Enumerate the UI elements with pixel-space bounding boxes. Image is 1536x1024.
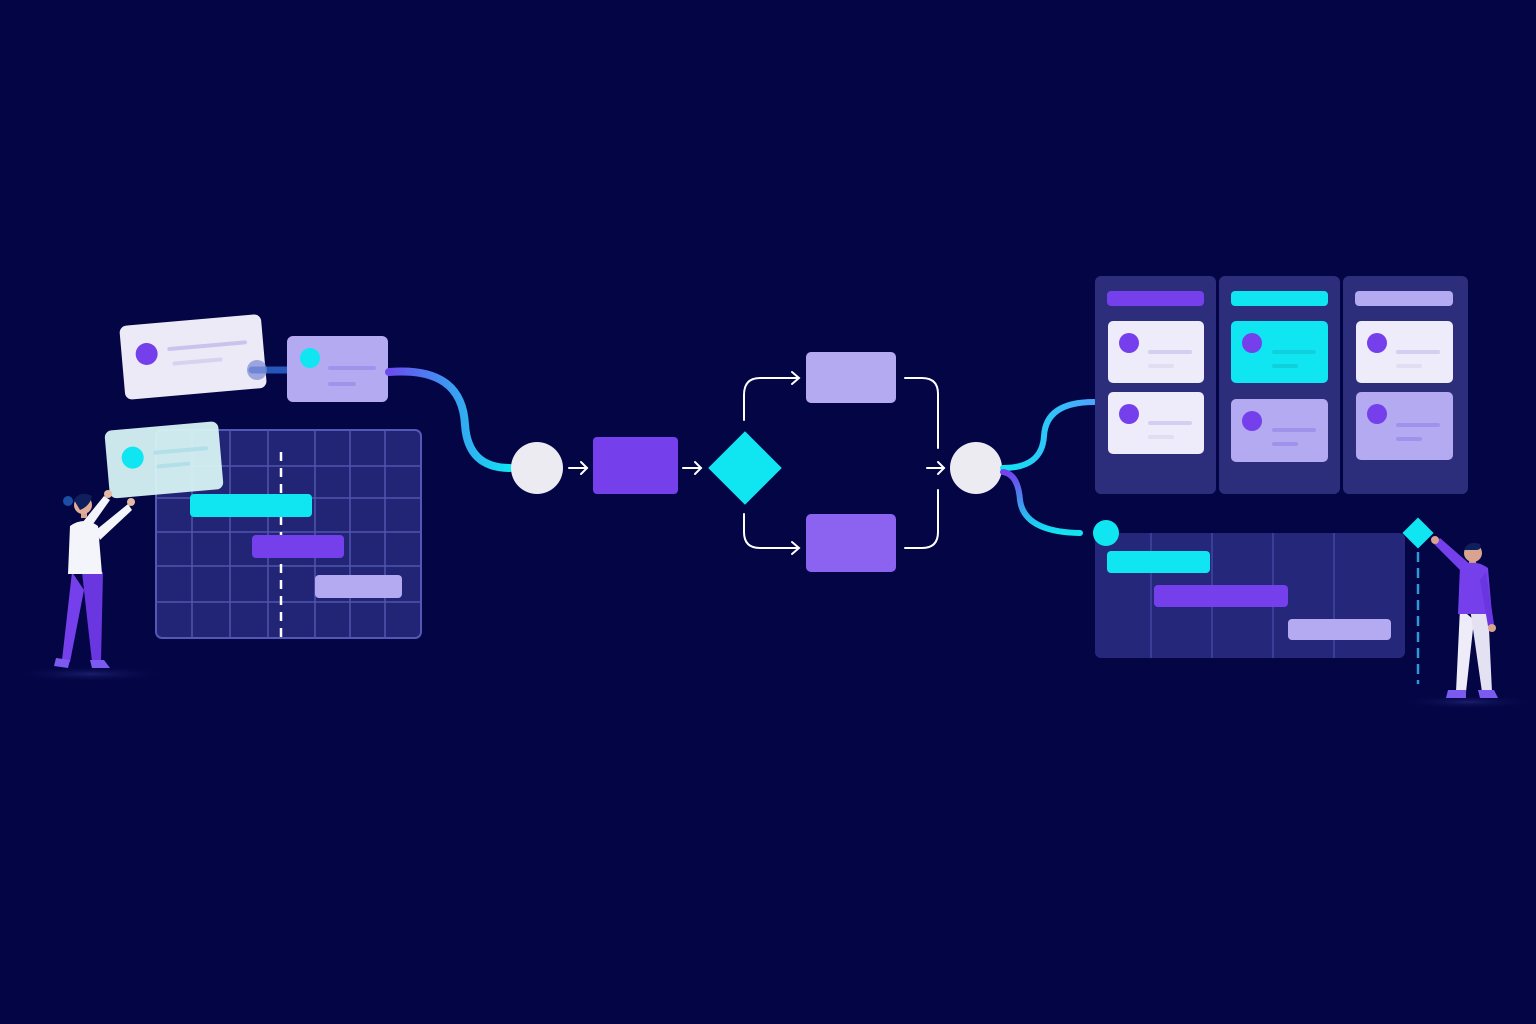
kanban-card: [1231, 399, 1328, 462]
gantt-bar-3: [1288, 619, 1391, 640]
kanban-card: [1356, 321, 1453, 383]
card-link-node: [247, 360, 267, 380]
kanban-header-2: [1231, 291, 1328, 306]
flow-connector-to-board: [1000, 399, 1097, 471]
floating-card-top: [119, 314, 267, 400]
floating-card-held: [104, 421, 224, 499]
floor-shadow: [1398, 695, 1536, 709]
merge-node: [950, 442, 1002, 494]
flow-connector-1: [385, 367, 514, 472]
avatar-dot: [135, 342, 158, 365]
kanban-card: [1108, 392, 1204, 454]
gantt-bar-3: [315, 575, 402, 598]
task-card-source: [287, 336, 388, 402]
branch-step-bottom: [806, 514, 896, 572]
hair-bun: [63, 496, 73, 506]
process-step: [593, 437, 678, 494]
arrow-right-icon: [791, 541, 801, 555]
milestone-diamond: [1402, 517, 1434, 549]
gantt-bar-2: [1154, 585, 1288, 607]
decision-diamond: [708, 431, 782, 505]
branch-down-connector: [743, 513, 799, 549]
kanban-board: [1095, 276, 1468, 494]
kanban-column-3: [1343, 276, 1468, 494]
kanban-card: [1108, 321, 1204, 383]
kanban-card: [1231, 321, 1328, 383]
flow-connector-to-timeline: [1000, 469, 1083, 536]
gantt-bar-2: [252, 535, 344, 558]
avatar-dot: [121, 446, 144, 469]
arrow-right-icon: [791, 371, 801, 385]
branch-up-connector: [743, 377, 799, 421]
kanban-column-1: [1095, 276, 1216, 494]
gantt-bar-1: [190, 494, 312, 517]
kanban-header-1: [1107, 291, 1204, 306]
arrow-right-icon: [926, 461, 946, 475]
process-flow: [511, 352, 1002, 572]
arrow-right-icon: [682, 461, 703, 475]
start-node: [511, 442, 563, 494]
person-right: [1398, 536, 1536, 709]
gantt-bar-1: [1107, 551, 1210, 573]
floor-shadow: [10, 666, 170, 682]
merge-bottom-connector: [904, 489, 939, 549]
kanban-header-3: [1355, 291, 1453, 306]
right-gantt-chart: [1093, 517, 1434, 684]
timeline-start-node: [1093, 520, 1119, 546]
arrow-right-icon: [568, 461, 589, 475]
branch-step-top: [806, 352, 896, 403]
kanban-card: [1356, 392, 1453, 460]
status-dot: [300, 348, 320, 368]
merge-top-connector: [904, 377, 939, 449]
person-left: [10, 490, 170, 682]
